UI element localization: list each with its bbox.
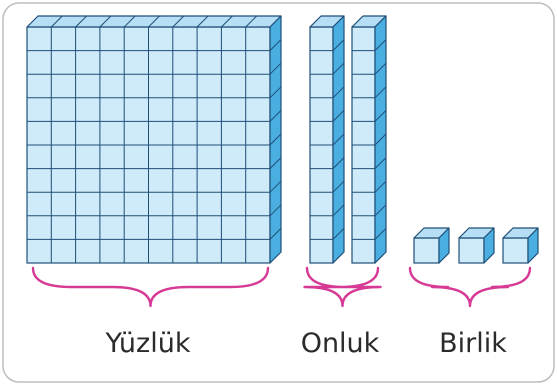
hundred-flat-side-division [269, 86, 282, 99]
tens-brace [303, 266, 382, 308]
ten-rod-1-side-division [332, 157, 345, 169]
hundred-flat-top-division [148, 15, 160, 28]
ten-rod-2-side-division [374, 62, 387, 75]
ten-rod-1-side-division [332, 110, 345, 122]
hundreds-label: Yüzlük [105, 328, 191, 359]
ten-rod-1-side-division [332, 39, 345, 51]
hundred-flat-top-division [75, 15, 87, 28]
hundred-flat-side-division [269, 62, 282, 75]
unit-cube-1-front-face [413, 237, 440, 264]
unit-cube-blocks [413, 227, 539, 264]
hundred-flat-top-division [50, 15, 63, 28]
ten-rod-1-side-division [332, 62, 345, 75]
ten-rod-2-side-division [374, 157, 387, 169]
hundred-flat-side-division [269, 228, 282, 240]
unit-cube-3-side-face [527, 227, 539, 264]
ten-rod-2-side-division [374, 180, 387, 193]
hundred-flat-top-division [172, 15, 185, 28]
ten-rod-1-side-division [332, 86, 345, 99]
ten-rod-blocks [309, 15, 387, 264]
hundreds-brace [31, 266, 270, 308]
hundred-flat-side-division [269, 39, 282, 51]
ten-rod [351, 15, 387, 264]
ten-rod-1-side-division [332, 133, 345, 146]
hundred-flat-top-division [245, 15, 258, 28]
hundred-flat-side-division [269, 157, 282, 169]
ten-rod-2-side-division [374, 86, 387, 99]
ten-rod-1-side-division [332, 180, 345, 193]
hundred-flat-side-division [269, 180, 282, 193]
ones-brace [408, 266, 532, 308]
unit-cube [458, 227, 495, 264]
tens-label: Onluk [301, 328, 380, 359]
hundred-flat-side-division [269, 133, 282, 146]
ten-rod [309, 15, 345, 264]
unit-cube-2-side-face [483, 227, 495, 264]
unit-cube-1-side-face [438, 227, 450, 264]
ten-rod-2-side-division [374, 39, 387, 51]
ten-rod-1-side-division [332, 228, 345, 240]
hundred-flat-top-division [221, 15, 233, 28]
unit-cube-2-front-face [458, 237, 485, 264]
hundred-flat-top-division [196, 15, 209, 28]
ten-rod-1-side-division [332, 204, 345, 217]
ten-rod-2-side-division [374, 110, 387, 122]
unit-cube [413, 227, 450, 264]
unit-cube [502, 227, 539, 264]
unit-cube-3-front-face [502, 237, 529, 264]
hundred-flat-block [26, 15, 282, 264]
grouping-braces [31, 266, 532, 308]
ones-label: Birlik [439, 328, 507, 359]
hundred-flat-top-division [99, 15, 112, 28]
hundred-flat-side-division [269, 204, 282, 217]
hundred-flat-side-division [269, 110, 282, 122]
ten-rod-2-side-division [374, 228, 387, 240]
hundred-flat-top-division [123, 15, 136, 28]
ten-rod-2-side-division [374, 204, 387, 217]
ten-rod-2-side-division [374, 133, 387, 146]
